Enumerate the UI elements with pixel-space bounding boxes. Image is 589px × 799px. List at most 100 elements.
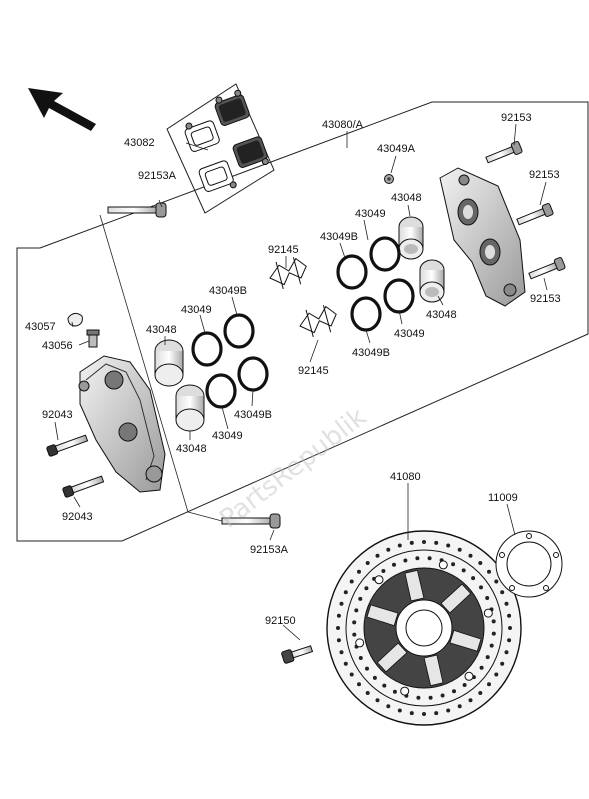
disc-drill-hole bbox=[397, 708, 402, 713]
part-label: 41080 bbox=[390, 471, 421, 483]
disc-drill-hole bbox=[375, 553, 380, 558]
part-label: 43080/A bbox=[322, 119, 364, 131]
disc-drill-hole bbox=[358, 596, 363, 601]
disc-drill-hole bbox=[428, 695, 433, 700]
disc-drill-hole bbox=[352, 632, 357, 637]
part-label: 92153 bbox=[530, 293, 561, 305]
disc-drill-hole bbox=[365, 666, 369, 671]
disc-drill-hole bbox=[392, 689, 397, 694]
disc-drill-hole bbox=[500, 661, 505, 666]
part-label: 43049 bbox=[355, 208, 386, 220]
disc-drill-hole bbox=[397, 543, 402, 548]
part-label: 43049B bbox=[352, 347, 390, 359]
disc-drill-hole bbox=[349, 579, 354, 584]
disc-drill-hole bbox=[452, 689, 456, 694]
disc-drill-hole bbox=[343, 590, 348, 595]
disc-drill-hole bbox=[365, 691, 370, 695]
piston-left-upper bbox=[154, 339, 184, 387]
disc-drill-hole bbox=[381, 569, 386, 573]
disc-drill-hole bbox=[415, 556, 420, 561]
disc-drill-hole bbox=[504, 650, 509, 655]
disc-drill-hole bbox=[336, 638, 341, 643]
seal-ring bbox=[191, 331, 223, 367]
disc-drill-hole bbox=[478, 691, 483, 695]
front-direction-arrow-icon bbox=[28, 88, 96, 131]
disc-drill-hole bbox=[479, 585, 483, 590]
disc-drill-hole bbox=[354, 608, 359, 613]
disc-drill-hole bbox=[434, 711, 439, 716]
disc-drill-hole bbox=[365, 561, 370, 565]
part-label: 43056 bbox=[42, 340, 73, 352]
seal-ring bbox=[383, 278, 415, 314]
bolt bbox=[46, 434, 89, 457]
brake-pad-set bbox=[184, 89, 269, 192]
disc-spoke bbox=[404, 569, 425, 602]
disc-rivet bbox=[355, 638, 365, 648]
seal-ring bbox=[336, 254, 368, 290]
disc-drill-hole bbox=[409, 711, 414, 716]
part-label: 43057 bbox=[25, 321, 56, 333]
disc-drill-hole bbox=[409, 540, 414, 545]
disc-drill-hole bbox=[358, 656, 363, 660]
part-label: 43049B bbox=[320, 231, 358, 243]
disc-rivet bbox=[438, 560, 448, 570]
part-label: 92153 bbox=[529, 169, 560, 181]
disc-drill-hole bbox=[386, 704, 391, 709]
disc-spoke bbox=[366, 604, 399, 627]
disc-drill-hole bbox=[446, 708, 451, 713]
disc-drill-hole bbox=[375, 698, 380, 703]
disc-drill-hole bbox=[489, 643, 494, 648]
part-label: 43049 bbox=[212, 430, 243, 442]
piston-right-upper bbox=[398, 216, 424, 260]
part-label: 43082 bbox=[124, 137, 155, 149]
disc-drill-hole bbox=[422, 540, 426, 544]
caliper-right-half bbox=[439, 167, 526, 307]
disc-drill-hole bbox=[500, 590, 505, 595]
brake-pad bbox=[198, 160, 237, 192]
seal-ring bbox=[223, 313, 255, 349]
disc-drill-hole bbox=[468, 553, 473, 558]
disc-drill-hole bbox=[471, 576, 476, 581]
brake-pad bbox=[184, 120, 220, 152]
disc-drill-hole bbox=[485, 596, 490, 600]
part-label: 92043 bbox=[42, 409, 73, 421]
disc-drill-hole bbox=[457, 704, 462, 709]
disc-spoke bbox=[376, 642, 408, 673]
pad-set-frame bbox=[166, 83, 275, 214]
seal-ring bbox=[205, 373, 237, 409]
bolt bbox=[485, 141, 523, 164]
disc-drill-hole bbox=[427, 556, 432, 561]
part-label: 92145 bbox=[268, 244, 299, 256]
disc-spoke bbox=[440, 583, 472, 614]
disc-spoke bbox=[449, 629, 482, 652]
part-label: 43048 bbox=[426, 309, 457, 321]
disc-spoke bbox=[423, 654, 444, 687]
part-label: 43048 bbox=[391, 192, 422, 204]
disc-drill-hole bbox=[461, 568, 466, 573]
long-bolt bbox=[221, 513, 281, 529]
piston-right-lower bbox=[419, 259, 445, 303]
disc-drill-hole bbox=[479, 665, 484, 670]
disc-drill-hole bbox=[386, 547, 391, 552]
disc-drill-hole bbox=[372, 675, 377, 680]
disc-drill-hole bbox=[434, 540, 439, 545]
part-label: 43049B bbox=[209, 285, 247, 297]
part-label: 43049 bbox=[181, 304, 212, 316]
disc-drill-hole bbox=[487, 682, 491, 687]
part-label: 92153A bbox=[138, 170, 177, 182]
pad-spring bbox=[269, 257, 307, 290]
disc-drill-hole bbox=[339, 650, 344, 655]
part-label: 92153 bbox=[501, 112, 532, 124]
disc-drill-hole bbox=[507, 613, 512, 618]
disc-drill-hole bbox=[462, 683, 467, 687]
bleeder-valve bbox=[86, 329, 100, 348]
disc-drill-hole bbox=[403, 558, 408, 563]
long-bolt bbox=[107, 202, 167, 218]
brake-pad bbox=[232, 136, 269, 168]
bolt bbox=[528, 257, 566, 280]
part-label: 43049A bbox=[377, 143, 416, 155]
part-label: 92145 bbox=[298, 365, 329, 377]
disc-drill-hole bbox=[343, 661, 348, 666]
disc-drill-hole bbox=[508, 626, 512, 630]
